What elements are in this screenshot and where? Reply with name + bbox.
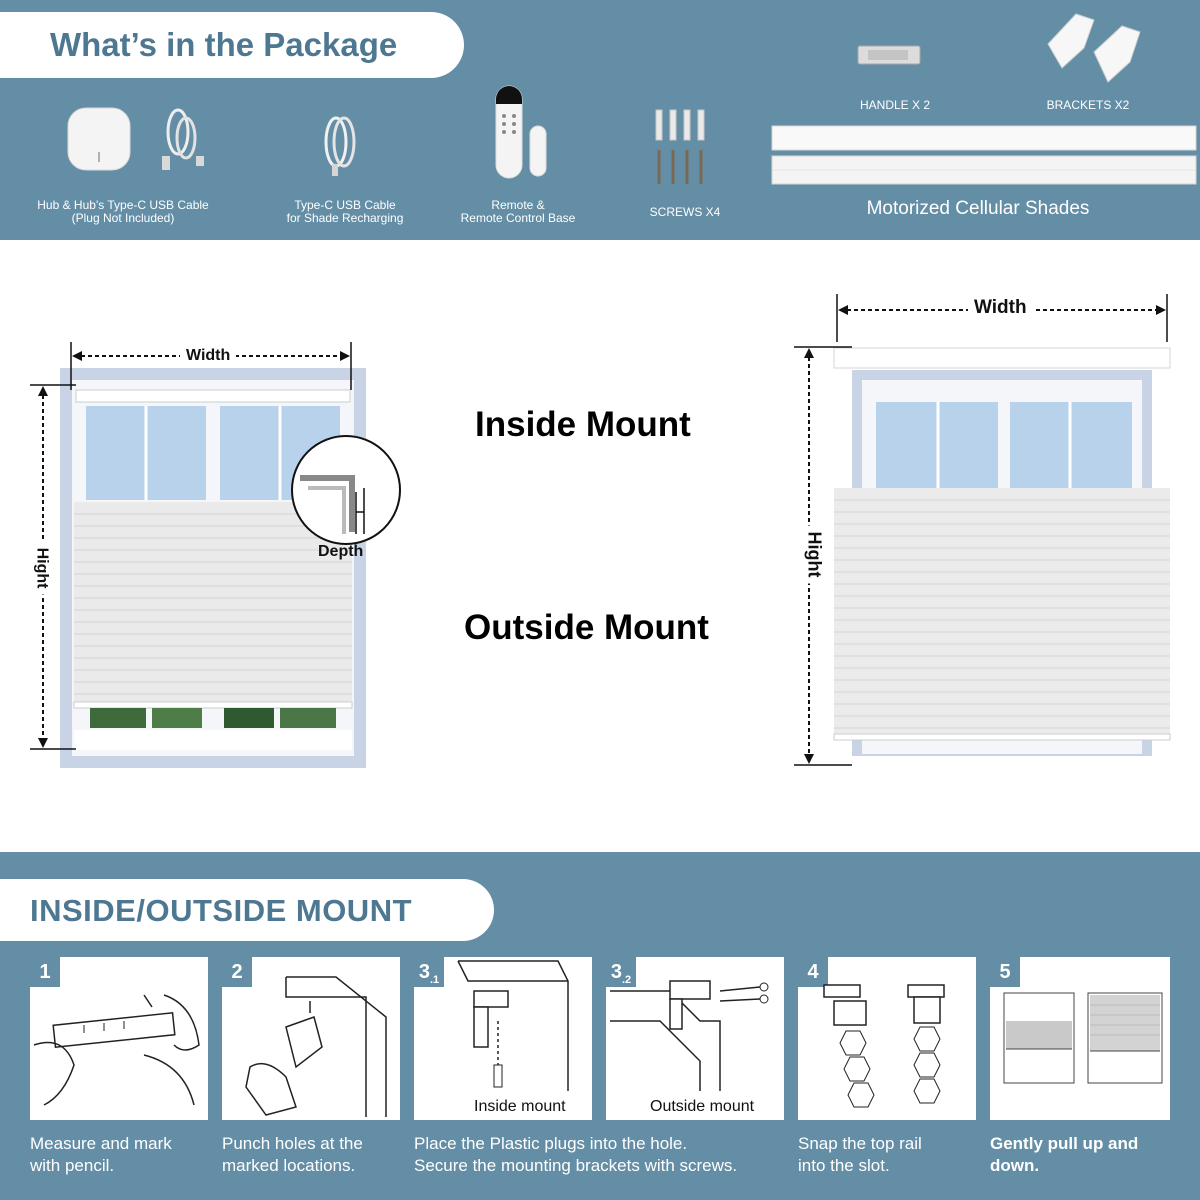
usb-cable-icon	[324, 116, 356, 176]
screws-label: SCREWS X4	[649, 205, 721, 219]
outside-height-label: Hight	[803, 525, 825, 584]
brackets-icon	[1047, 13, 1141, 83]
pull-shade-icon	[1003, 992, 1163, 1084]
step-1-card: 1	[30, 957, 208, 1120]
measure-tape-icon	[33, 994, 200, 1106]
snap-rail-icon	[823, 984, 945, 1108]
depth-label: Depth	[318, 543, 364, 560]
step-4-number: 4	[798, 957, 828, 987]
drill-icon	[245, 976, 387, 1117]
outside-mount-title: Outside Mount	[464, 608, 709, 647]
step-2-card: 2	[222, 957, 400, 1120]
handle-label: HANDLE X 2	[859, 98, 931, 112]
usb-cable-label: Type-C USB Cable for Shade Recharging	[286, 198, 404, 225]
package-title-pill: What’s in the Package	[0, 12, 464, 78]
step-5-card: 5	[990, 957, 1170, 1120]
inside-height-label: Hight	[32, 541, 51, 595]
step-3-2-number: 3.2	[606, 957, 636, 987]
screws-icon	[655, 109, 705, 184]
install-title-pill: INSIDE/OUTSIDE MOUNT	[0, 879, 494, 941]
step-4-card: 4	[798, 957, 976, 1120]
step-1-caption: Measure and mark with pencil.	[30, 1134, 172, 1175]
step-3-1-card: 3.1 Inside mount	[414, 957, 592, 1120]
inside-mount-window	[60, 368, 366, 768]
step-2-caption: Punch holes at the marked locations.	[222, 1134, 363, 1175]
outside-bracket-icon	[610, 980, 769, 1091]
step-3-2-card: 3.2 Outside mount	[606, 957, 784, 1120]
handle-icon	[857, 45, 921, 65]
cable-icon	[162, 108, 204, 170]
step-4-caption: Snap the top rail into the slot.	[798, 1134, 922, 1175]
outside-mount-window	[833, 347, 1171, 756]
shades-label: Motorized Cellular Shades	[866, 198, 1090, 219]
inside-mount-title: Inside Mount	[475, 405, 691, 444]
step-3-caption: Place the Plastic plugs into the hole. S…	[414, 1134, 738, 1175]
outside-width-label: Width	[968, 297, 1033, 319]
shade-rail-icon	[771, 125, 1197, 185]
step-5-number: 5	[990, 957, 1020, 987]
inside-mount-caption: Inside mount	[474, 1098, 566, 1115]
brackets-label: BRACKETS X2	[1046, 98, 1130, 112]
step-5-caption: Gently pull up and down.	[990, 1134, 1139, 1175]
inside-width-label: Width	[180, 347, 237, 365]
remote-icon	[495, 85, 547, 179]
package-title: What’s in the Package	[50, 26, 398, 63]
step-1-number: 1	[30, 957, 60, 987]
inside-bracket-icon	[457, 960, 569, 1091]
hub-icon	[67, 107, 131, 171]
step-2-number: 2	[222, 957, 252, 987]
depth-callout	[291, 435, 401, 545]
step-3-1-number: 3.1	[414, 957, 444, 987]
remote-label: Remote & Remote Control Base	[460, 198, 576, 225]
hub-label: Hub & Hub's Type-C USB Cable (Plug Not I…	[37, 198, 209, 225]
outside-mount-caption: Outside mount	[650, 1098, 755, 1115]
install-title: INSIDE/OUTSIDE MOUNT	[30, 893, 413, 928]
